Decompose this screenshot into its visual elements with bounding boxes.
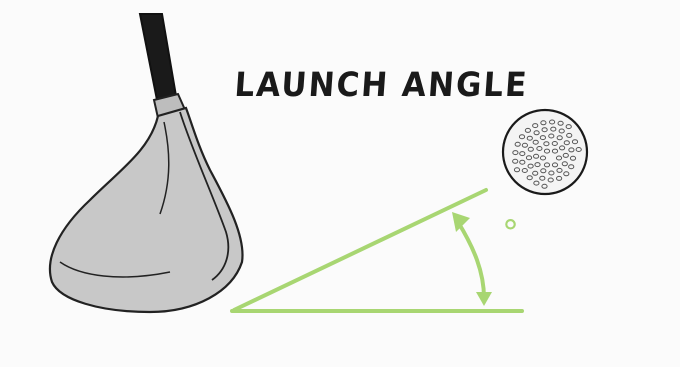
club-head <box>50 108 243 312</box>
club-shaft <box>140 14 176 100</box>
degree-symbol: ° <box>502 213 519 253</box>
curved-double-arrow-icon <box>452 212 492 306</box>
golf-club-icon <box>50 14 243 312</box>
golf-ball-icon <box>503 110 587 194</box>
diagram-title: LAUNCH ANGLE <box>233 66 529 105</box>
launch-line <box>234 190 486 310</box>
